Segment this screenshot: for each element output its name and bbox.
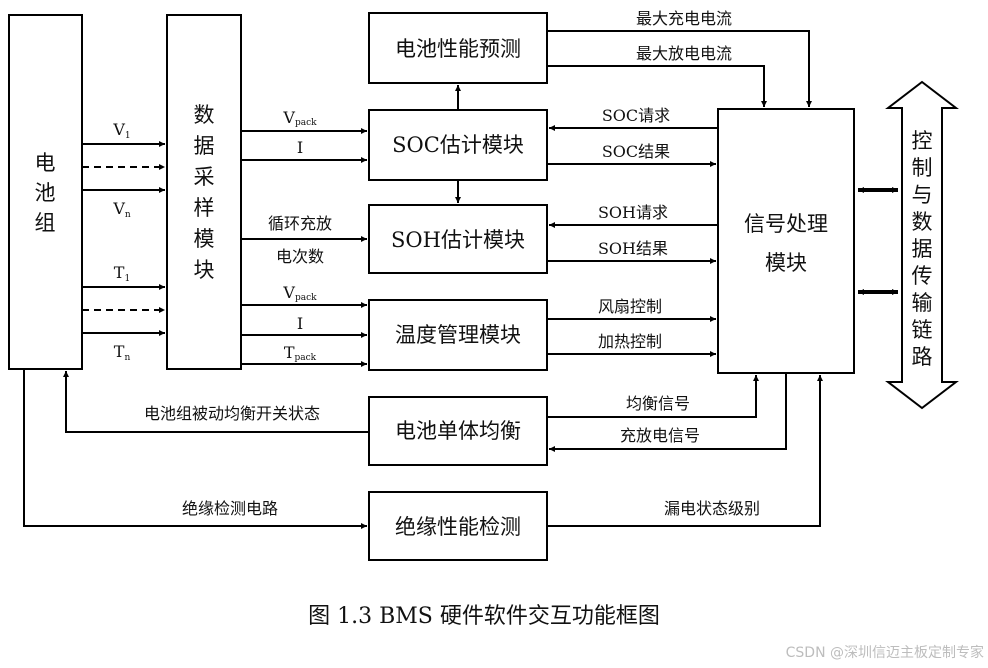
battery-pack-label: 电池组 — [35, 151, 56, 235]
passive-balance-switch-label: 电池组被动均衡开关状态 — [144, 404, 320, 423]
insulation-circuit-label: 绝缘检测电路 — [182, 499, 278, 518]
soc-estimation-label: SOC估计模块 — [392, 133, 524, 157]
soc-estimation-block: SOC估计模块 — [368, 109, 548, 181]
max-discharge-current-label: 最大放电电流 — [636, 44, 732, 63]
cell-temperature-signals: T1 Tn — [82, 263, 165, 363]
data-sampling-label-char: 模 — [194, 227, 215, 251]
sampling-to-soh-signals: 循环充放 电次数 — [241, 214, 367, 266]
data-sampling-label-char: 块 — [194, 258, 215, 282]
data-sampling-block: 数据采样模块 — [166, 14, 242, 370]
cell-balancing-label: 电池单体均衡 — [395, 419, 521, 443]
thermal-management-block: 温度管理模块 — [368, 299, 548, 371]
insulation-detection-block: 绝缘性能检测 — [368, 491, 548, 561]
performance-prediction-label: 电池性能预测 — [395, 37, 521, 61]
temp-vpack-label: Vpack — [282, 283, 317, 303]
vn-label: Vn — [112, 199, 131, 220]
temp-i-label: I — [297, 314, 303, 333]
thermal-exchange: 风扇控制 加热控制 — [547, 297, 716, 357]
signal-processing-block: 信号处理 模块 — [717, 108, 855, 374]
soc-i-label: I — [297, 138, 303, 157]
t1-label: T1 — [114, 263, 130, 284]
cycle-count-label-line2: 电次数 — [276, 247, 324, 266]
soh-estimation-block: SOH估计模块 — [368, 204, 548, 274]
figure-caption: 图 1.3 BMS 硬件软件交互功能框图 — [308, 604, 660, 629]
battery-pack-label-char: 电 — [35, 151, 56, 175]
charge-discharge-signal-arrow — [549, 373, 787, 452]
passive-balance-switch-arrow — [63, 371, 369, 433]
soc-result-label: SOC结果 — [602, 142, 670, 161]
leakage-level-arrow — [547, 375, 823, 527]
performance-prediction-block: 电池性能预测 — [368, 12, 548, 84]
leakage-level-label: 漏电状态级别 — [664, 499, 760, 518]
soh-estimation-label: SOH估计模块 — [391, 228, 525, 252]
battery-pack-label-char: 组 — [35, 211, 56, 235]
fan-control-label: 风扇控制 — [598, 297, 662, 316]
signal-processing-label-line2: 模块 — [765, 251, 807, 275]
control-data-link-label-char: 制 — [912, 156, 933, 180]
thermal-management-label: 温度管理模块 — [395, 323, 521, 347]
data-sampling-label-char: 数 — [194, 103, 215, 127]
control-data-link-label: 控制与数据传输链路 — [912, 129, 933, 369]
data-sampling-label: 数据采样模块 — [194, 103, 215, 282]
soc-vpack-label: Vpack — [282, 108, 317, 128]
battery-pack-label-char: 池 — [35, 181, 56, 205]
cycle-count-label-line1: 循环充放 — [268, 214, 332, 233]
data-sampling-label-char: 样 — [194, 196, 215, 220]
v1-label: V1 — [112, 120, 130, 141]
watermark: CSDN @深圳信迈主板定制专家 — [786, 644, 984, 661]
data-sampling-label-char: 采 — [194, 165, 215, 189]
temp-tpack-label: Tpack — [284, 343, 317, 363]
control-data-link-label-char: 数 — [912, 210, 933, 234]
control-data-link-label-char: 据 — [912, 237, 933, 261]
cell-voltage-signals: V1 Vn — [82, 120, 165, 220]
balance-signal-arrow — [547, 375, 759, 418]
data-sampling-label-char: 据 — [194, 134, 215, 158]
control-data-link-label-char: 控 — [912, 129, 933, 153]
signal-processing-label-line1: 信号处理 — [744, 212, 828, 236]
control-data-link-label-char: 与 — [912, 183, 933, 207]
soh-result-label: SOH结果 — [598, 239, 668, 258]
insulation-detection-label: 绝缘性能检测 — [395, 515, 521, 539]
control-data-link-block: 控制与数据传输链路 — [885, 80, 959, 410]
insulation-signals: 绝缘检测电路 漏电状态级别 — [23, 369, 823, 529]
heating-control-label: 加热控制 — [598, 332, 662, 351]
battery-pack-block: 电池组 — [8, 14, 83, 370]
sampling-to-soc-signals: Vpack I — [241, 108, 367, 163]
soc-request-label: SOC请求 — [602, 106, 670, 125]
control-data-link-label-char: 路 — [912, 345, 933, 369]
soh-exchange: SOH请求 SOH结果 — [547, 203, 718, 264]
max-discharge-current-arrow — [547, 65, 767, 107]
control-data-link-label-char: 传 — [912, 264, 933, 288]
balance-signal-label: 均衡信号 — [626, 394, 690, 413]
control-data-link-label-char: 输 — [912, 291, 933, 315]
sampling-to-thermal-signals: Vpack I Tpack — [241, 283, 367, 367]
cell-balancing-block: 电池单体均衡 — [368, 396, 548, 466]
max-charge-current-arrow — [547, 30, 812, 107]
charge-discharge-signal-label: 充放电信号 — [620, 426, 700, 445]
balancing-signals: 电池组被动均衡开关状态 均衡信号 充放电信号 — [63, 371, 787, 452]
max-charge-current-label: 最大充电电流 — [636, 9, 732, 28]
control-data-link-label-char: 链 — [912, 318, 933, 342]
insulation-circuit-arrow — [23, 369, 367, 529]
soh-request-label: SOH请求 — [598, 203, 668, 222]
prediction-outputs: 最大充电电流 最大放电电流 — [547, 9, 812, 107]
soc-exchange: SOC请求 SOC结果 — [547, 106, 718, 167]
tn-label: Tn — [114, 342, 131, 363]
